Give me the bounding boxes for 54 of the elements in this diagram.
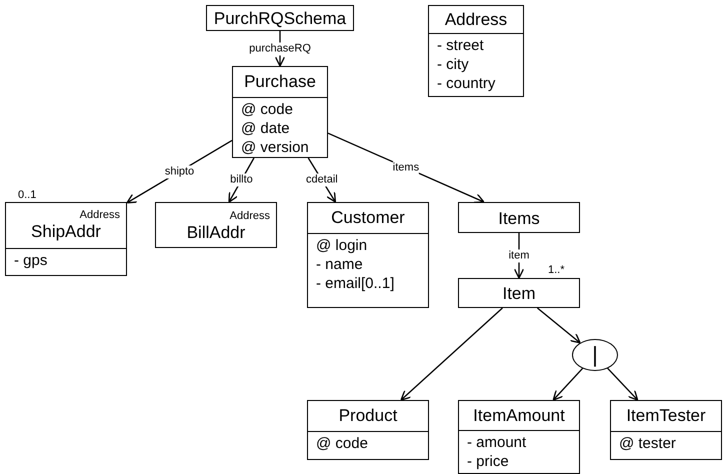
attribute-text: @ code xyxy=(241,100,294,119)
connector-arrow xyxy=(552,368,584,401)
class-box xyxy=(307,202,429,308)
attribute-text: - street xyxy=(437,36,485,55)
type-label: Address xyxy=(230,210,271,222)
class-box xyxy=(206,5,354,31)
class-name: Product xyxy=(338,406,398,426)
edge-label: billto xyxy=(230,174,253,186)
attribute-text: - gps xyxy=(14,251,48,270)
attribute-text: @ code xyxy=(316,434,369,453)
class-box xyxy=(610,400,722,460)
class-box xyxy=(5,202,127,276)
class-box xyxy=(428,5,524,97)
class-box xyxy=(307,400,429,460)
choice-symbol: | xyxy=(592,344,598,366)
class-name: ItemTester xyxy=(626,406,706,426)
attribute-text: @ login xyxy=(316,236,368,255)
edge-label: shipto xyxy=(164,165,194,178)
class-name: Items xyxy=(498,208,540,228)
attribute-text: - name xyxy=(316,255,364,274)
class-name: Item xyxy=(502,284,536,304)
attribute-text: - city xyxy=(437,55,470,74)
class-name: Purchase xyxy=(244,72,316,92)
attribute-text: @ version xyxy=(241,138,310,157)
attribute-text: - price xyxy=(467,452,510,471)
attribute-text: @ date xyxy=(241,119,291,138)
connector-arrow xyxy=(228,158,255,203)
connector-arrow xyxy=(514,233,524,279)
class-box xyxy=(155,202,277,248)
class-name: BillAddr xyxy=(186,222,246,242)
connector-arrow xyxy=(536,308,581,344)
class-name: Address xyxy=(444,10,508,30)
edge-label: cdetail xyxy=(306,174,338,186)
type-label: Address xyxy=(80,209,121,222)
attribute-text: @ tester xyxy=(619,434,677,453)
multiplicity-label: 0..1 xyxy=(18,189,36,202)
class-name: ItemAmount xyxy=(473,406,565,426)
class-name: ShipAddr xyxy=(31,222,101,242)
connector-arrow xyxy=(400,308,503,401)
connector-arrow xyxy=(607,368,638,401)
class-box xyxy=(458,400,580,474)
edge-label: item xyxy=(508,249,530,262)
class-name: PurchRQSchema xyxy=(214,9,346,29)
class-box xyxy=(458,278,580,308)
class-box xyxy=(458,202,580,233)
attribute-text: - amount xyxy=(467,433,528,452)
attribute-text: - email[0..1] xyxy=(316,274,396,293)
attribute-text: - country xyxy=(437,74,496,93)
class-box xyxy=(232,66,328,158)
class-name: Customer xyxy=(331,208,405,228)
edge-label: items xyxy=(392,161,420,174)
edge-label: purchaseRQ xyxy=(249,42,311,55)
multiplicity-label: 1..* xyxy=(548,264,565,277)
choice-ellipse xyxy=(572,339,618,371)
